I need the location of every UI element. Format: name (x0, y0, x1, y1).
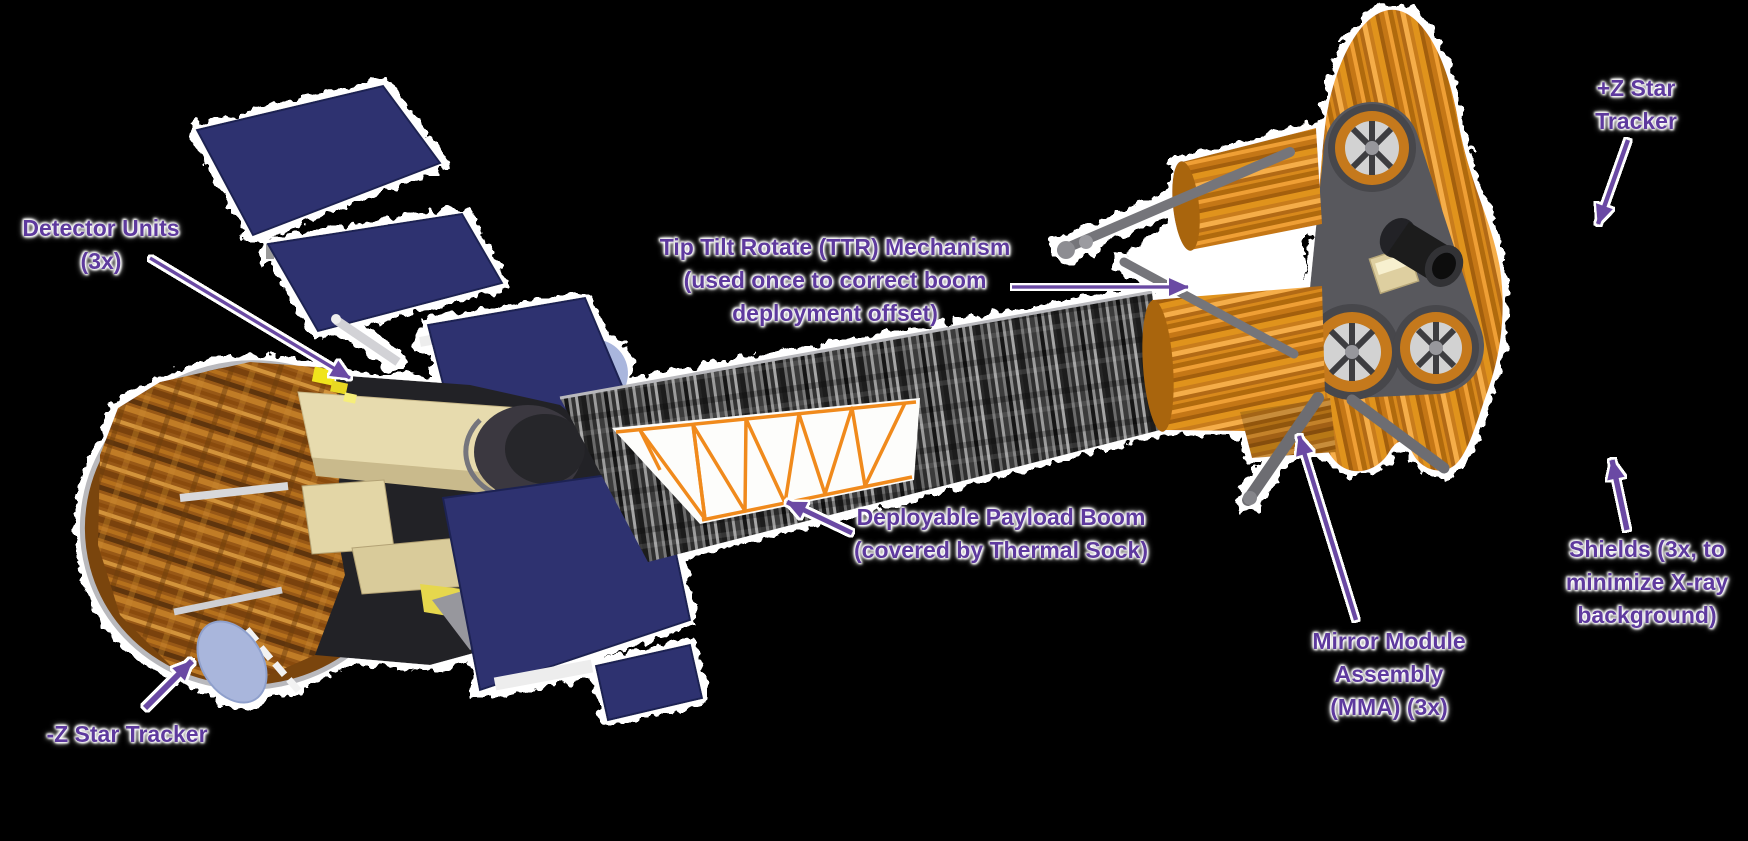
mirror-module-1 (1328, 104, 1416, 192)
mma-barrel-bottom (1152, 286, 1326, 432)
arrow-minus-z-tracker (142, 658, 195, 711)
electronics-box (351, 537, 469, 595)
mirror-module-3 (1393, 305, 1479, 391)
optics-module (1057, 9, 1503, 506)
boom-top-edge (559, 290, 1153, 400)
label-line: Shields (3x, to (1569, 536, 1725, 562)
mirror-module-2 (1304, 304, 1400, 400)
strut-cap (1243, 491, 1257, 505)
label-line: Assembly (1334, 661, 1444, 687)
spacecraft (79, 9, 1503, 722)
metering-struts (1057, 147, 1450, 506)
minus-z-star-tracker-aperture (196, 620, 268, 704)
arrow-payload-boom (785, 499, 854, 536)
panel-hinge-3 (493, 659, 594, 691)
antenna-rod (333, 316, 401, 366)
label-minus-z-star-tracker: -Z Star Tracker (26, 718, 228, 751)
label-line: -Z Star Tracker (46, 721, 208, 747)
label-shields: Shields (3x, to minimize X-ray backgroun… (1548, 533, 1746, 632)
ttr-mechanism-fitting (1057, 241, 1075, 259)
bus-rail-lower (173, 586, 283, 616)
solar-panel-1 (195, 84, 442, 237)
label-line: (used once to correct boom (683, 267, 987, 293)
label-payload-boom: Deployable Payload Boom (covered by Ther… (821, 501, 1181, 567)
detector-bench-side (312, 458, 500, 494)
annotation-arrows (142, 139, 1631, 711)
antenna-tip (331, 314, 341, 324)
mma-barrel-bottom-cap (1142, 300, 1174, 432)
solar-panel-5 (594, 643, 704, 722)
bus-rail-upper (179, 482, 289, 502)
boom-truss (615, 400, 917, 522)
boom-canister-core (505, 414, 585, 484)
label-line: Mirror Module (1312, 628, 1466, 654)
solar-panel-2 (266, 212, 504, 333)
label-line: (3x) (80, 248, 122, 274)
arrow-plus-z-tracker (1595, 139, 1631, 225)
canister-highlight (463, 418, 494, 495)
label-detector-units: Detector Units (3x) (6, 212, 196, 278)
label-line: deployment offset) (732, 300, 938, 326)
bus-studs (244, 627, 302, 694)
plus-z-star-tracker (1379, 218, 1464, 287)
payload-boom (559, 290, 1168, 562)
label-plus-z-star-tracker: +Z Star Tracker (1576, 72, 1696, 138)
ttr-mechanism-fitting (1079, 235, 1093, 249)
label-mirror-module-assembly: Mirror Module Assembly (MMA) (3x) (1284, 625, 1494, 724)
arrow-detector-units (149, 256, 351, 380)
mma-barrel-top-cap (1172, 161, 1200, 251)
label-line: Deployable Payload Boom (856, 504, 1146, 530)
label-line: +Z Star (1596, 75, 1676, 101)
label-line: (covered by Thermal Sock) (854, 537, 1148, 563)
bus-mli-copper (98, 362, 345, 688)
label-ttr-mechanism: Tip Tilt Rotate (TTR) Mechanism (used on… (638, 231, 1032, 330)
label-line: minimize X-ray (1565, 569, 1729, 595)
electronics-box (301, 479, 395, 555)
label-line: Tracker (1595, 108, 1677, 134)
arrow-mma (1296, 435, 1359, 621)
label-line: background) (1577, 602, 1717, 628)
label-line: (MMA) (3x) (1330, 694, 1448, 720)
hinge-fitting (266, 244, 274, 259)
label-line: Tip Tilt Rotate (TTR) Mechanism (659, 234, 1011, 260)
label-line: Detector Units (22, 215, 180, 241)
arrow-shields (1607, 459, 1630, 531)
